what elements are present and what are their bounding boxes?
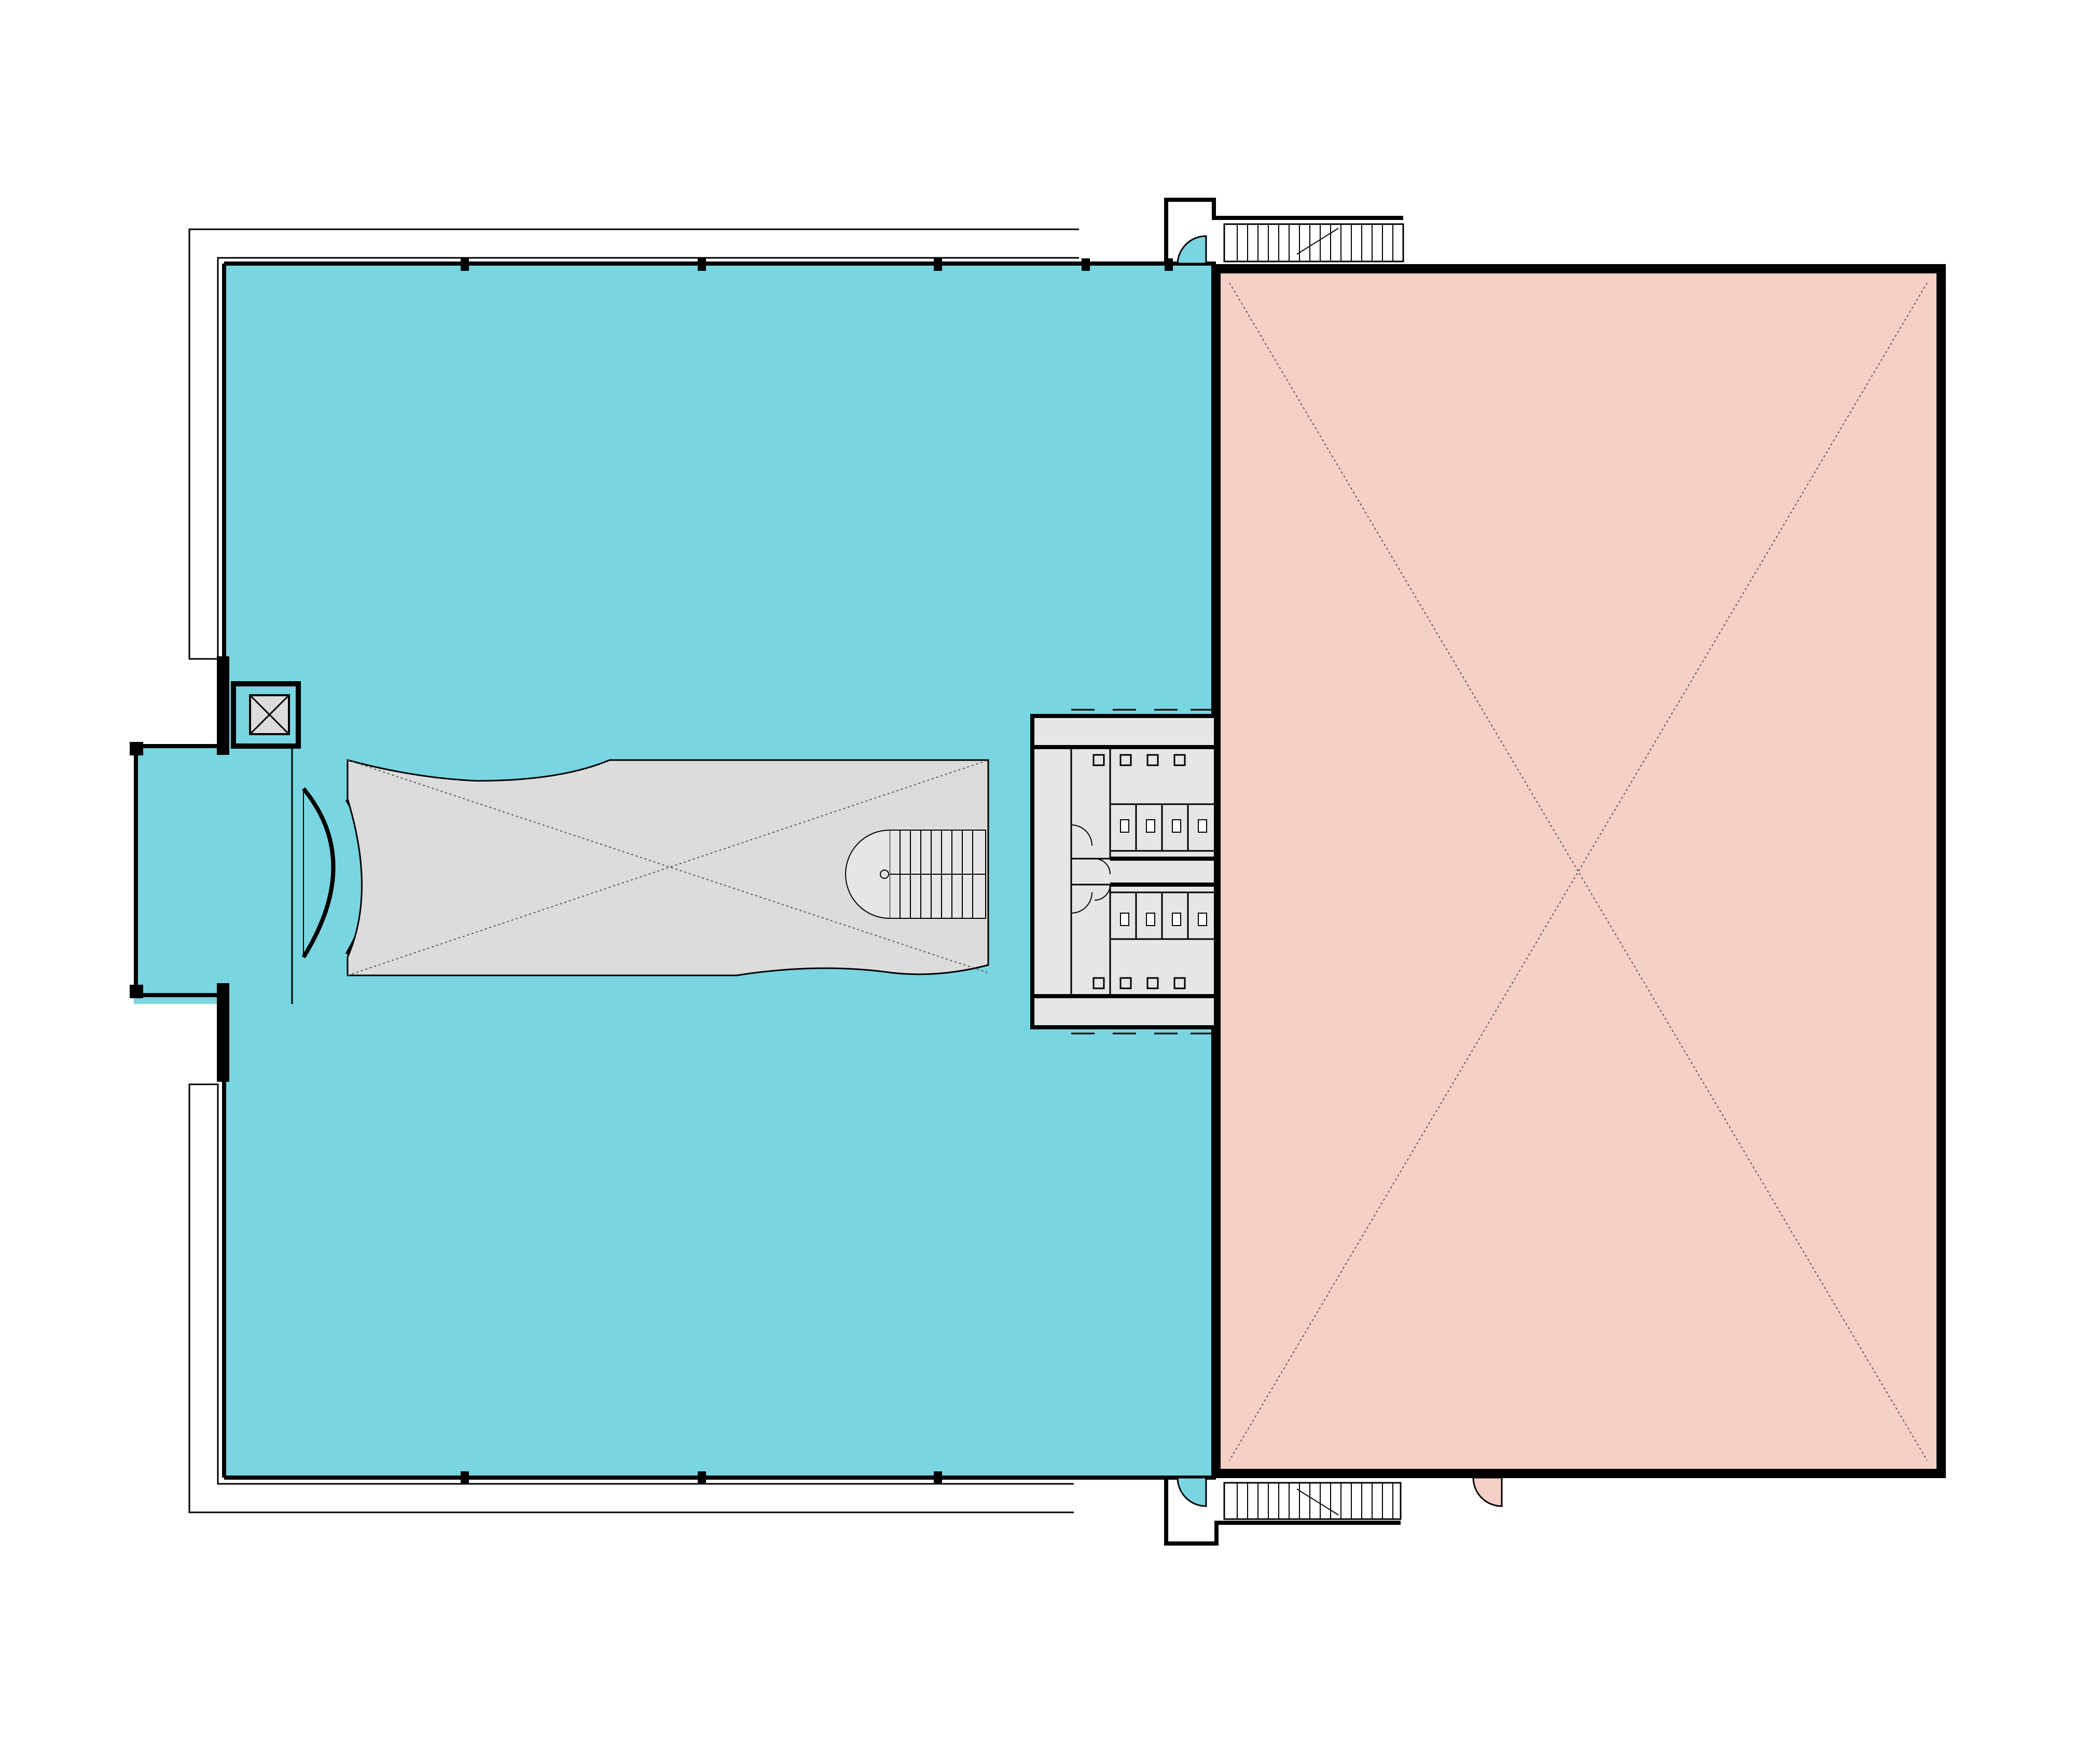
central-void bbox=[347, 759, 989, 976]
south-stair bbox=[1164, 1478, 1402, 1546]
north-stair bbox=[1164, 198, 1404, 264]
toilet-stall-icon bbox=[1092, 754, 1216, 989]
pink-hall-diagonal-b bbox=[1229, 282, 1928, 1461]
core-wall-marks bbox=[1071, 709, 1214, 1035]
door-swing-icon bbox=[1177, 1477, 1207, 1507]
elevator-icon bbox=[231, 681, 301, 749]
door-swing-icon bbox=[1071, 824, 1111, 914]
columns bbox=[461, 258, 1173, 1484]
pink-hall bbox=[1216, 269, 1941, 1473]
door-swing-icon bbox=[1472, 1477, 1503, 1507]
door-swing-icon bbox=[1177, 235, 1207, 265]
stair-icon bbox=[845, 830, 986, 919]
pink-hall-diagonal-a bbox=[1229, 282, 1928, 1461]
entrance-vestibule bbox=[134, 745, 292, 1004]
terrace-outline bbox=[188, 228, 1079, 1513]
service-core bbox=[1030, 714, 1218, 1029]
vestibule-walls bbox=[130, 656, 229, 1082]
